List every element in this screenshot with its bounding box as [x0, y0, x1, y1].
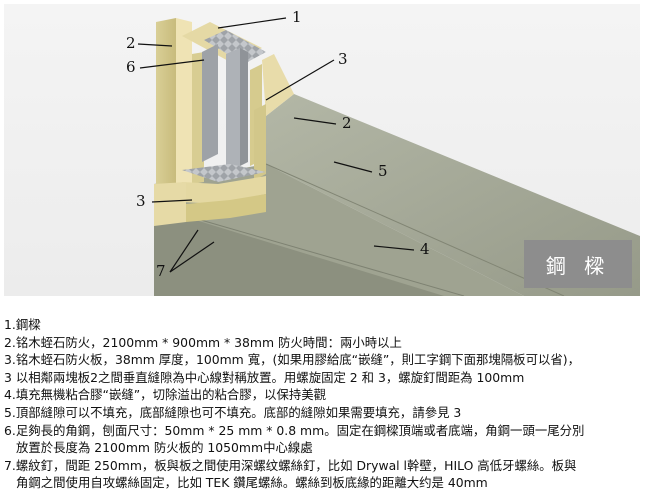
steel-beam-label: 鋼 樑	[524, 240, 632, 288]
callout-6: 6	[126, 58, 136, 76]
right-board-outer	[262, 54, 294, 116]
note-6: 6.足夠長的角鋼，刨面尺寸：50mm * 25 mm * 0.8 mm。固定在鋼…	[4, 422, 585, 438]
callout-1: 1	[292, 8, 302, 26]
callout-2-top: 2	[126, 34, 136, 52]
angle-steel	[202, 44, 218, 162]
note-3: 3.铭木蛭石防火板，38mm 厚度，100mm 寬，(如果用膠給底“嵌缝”，則工…	[4, 352, 580, 368]
bottom-board-face	[154, 214, 444, 296]
note-5: 5.頂部縫隙可以不填充，底部縫隙也可不填充。底部的縫隙如果需要填充，請參見 3	[4, 404, 462, 420]
steel-top-flange	[204, 30, 266, 64]
callout-5: 5	[378, 162, 388, 180]
beam-diagram: 1 2 6 3 2 5 3 4 7 鋼 樑	[4, 4, 640, 296]
note-3-cont: 3 以相鄰兩塊板2之間垂直縫隙為中心線對稱放置。用螺旋固定 2 和 3，螺旋釘間…	[4, 369, 525, 385]
notes-list: 1.鋼樑 2.铭木蛭石防火，2100mm * 900mm * 38mm 防火時間…	[4, 316, 650, 492]
bottom-board	[182, 176, 266, 204]
left-board-inner	[192, 52, 204, 184]
bottom-flange-steel	[182, 164, 266, 182]
callout-2-right: 2	[342, 114, 352, 132]
callout-7: 7	[156, 262, 166, 280]
note-6-cont: 放置於長度為 2100mm 防火板的 1050mm中心線處	[16, 440, 313, 456]
note-4: 4.填充無機粘合膠“嵌缝”，切除溢出的粘合膠，以保持美觀	[4, 387, 327, 403]
note-7: 7.螺紋釘，間距 250mm，板與板之間使用深螺纹螺絲釘，比如 Drywal l…	[4, 457, 577, 473]
leader-lines	[137, 17, 415, 273]
callout-3-bottom: 3	[136, 192, 146, 210]
callout-4: 4	[420, 240, 430, 258]
note-2: 2.铭木蛭石防火，2100mm * 900mm * 38mm 防火時間：兩小時以…	[4, 334, 402, 350]
steel-web	[226, 48, 240, 172]
callout-3-top: 3	[338, 50, 348, 68]
note-7-cont: 角鋼之間使用自攻螺絲固定，比如 TEK 鑽尾螺絲。螺絲到板底緣的距離大约是 40…	[16, 475, 488, 491]
note-1: 1.鋼樑	[4, 317, 41, 332]
